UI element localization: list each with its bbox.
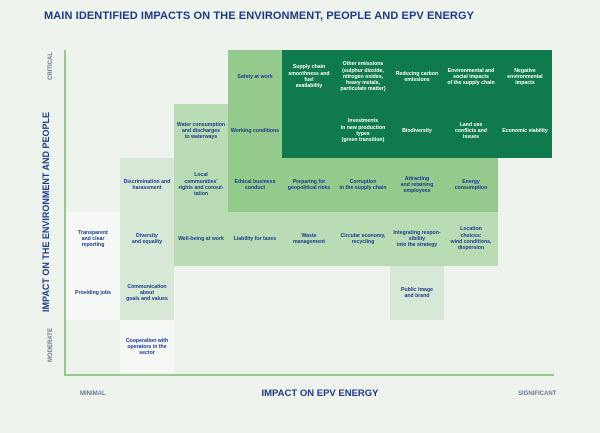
y-axis-top-label: CRITICAL <box>48 52 54 80</box>
matrix-cell: Preparing for geopolitical risks <box>282 158 336 212</box>
matrix-cell: Corruption in the supply chain <box>336 158 390 212</box>
x-axis-left-label: MINIMAL <box>80 391 106 397</box>
matrix-cell-label: Attracting and retaining employees <box>400 175 434 195</box>
x-axis-line <box>64 374 554 376</box>
matrix-cell: Safety at work <box>228 50 282 104</box>
matrix-cell-label: Discrimination and harassment <box>123 178 171 191</box>
matrix-cell-label: Local communities' rights and consul- ta… <box>178 172 224 198</box>
matrix-cell-label: Waste management <box>293 232 325 245</box>
matrix-cell-label: Working conditions <box>230 127 280 134</box>
matrix-cell: Supply chain smoothness and fuel availab… <box>282 50 336 104</box>
matrix-cell-label: Reducing carbon emissions <box>395 70 439 83</box>
matrix-cell: Local communities' rights and consul- ta… <box>174 158 228 212</box>
matrix-cell-label: Water consumption and discharges to wate… <box>176 121 226 141</box>
matrix-cell: Diversity and equality <box>120 212 174 266</box>
matrix-cell-label: Land use conflicts and issues <box>455 121 487 141</box>
matrix-cell: Reducing carbon emissions <box>390 50 444 104</box>
matrix-cell-label: Environmental and social impacts of the … <box>447 67 495 87</box>
x-axis-right-label: SIGNIFICANT <box>518 391 557 397</box>
matrix-cell-label: Negative environmental impacts <box>507 67 543 87</box>
matrix-cell-label: Safety at work <box>237 73 273 80</box>
matrix-cell-label: Location choices: wind conditions, dispe… <box>450 226 492 252</box>
matrix-cell: Negative environmental impacts <box>498 50 552 104</box>
matrix-cell-label: Corruption in the supply chain <box>339 178 387 191</box>
y-axis-line <box>64 50 66 376</box>
matrix-cell: Location choices: wind conditions, dispe… <box>444 212 498 266</box>
matrix-cell: Land use conflicts and issues <box>444 104 498 158</box>
matrix-cell: Well-being at work <box>174 212 228 266</box>
matrix-cell: Energy consumption <box>444 158 498 212</box>
matrix-cell: Cooperation with operators in the sector <box>120 320 174 374</box>
matrix-cell: Investments in new production types (gre… <box>336 104 390 158</box>
matrix-cell-label: Transparent and clear reporting <box>78 229 108 249</box>
matrix-cell-label: Communication about goals and values <box>126 283 168 303</box>
matrix-cell: Providing jobs <box>66 266 120 320</box>
y-axis-label: IMPACT ON THE ENVIRONMENT AND PEOPLE <box>41 111 51 313</box>
matrix-cell: Ethical business conduct <box>228 158 282 212</box>
matrix-cell: Liability for taxes <box>228 212 282 266</box>
matrix-cell: Circular economy, recycling <box>336 212 390 266</box>
matrix-cell: Biodiversity <box>390 104 444 158</box>
matrix-cell: Waste management <box>282 212 336 266</box>
matrix-cell-label: Ethical business conduct <box>234 178 276 191</box>
matrix-cell-label: Circular economy, recycling <box>340 232 386 245</box>
matrix-cell-label: Other emissions (sulphur dioxide, nitrog… <box>340 61 386 93</box>
matrix-cell-label: Diversity and equality <box>131 232 163 245</box>
matrix-cell: Other emissions (sulphur dioxide, nitrog… <box>336 50 390 104</box>
matrix-cell-label: Supply chain smoothness and fuel availab… <box>288 64 330 90</box>
matrix-cell-label: Well-being at work <box>178 235 224 242</box>
y-axis-bottom-label: MODERATE <box>48 328 54 362</box>
matrix-cell-label: Energy consumption <box>454 178 488 191</box>
matrix-cell <box>282 104 336 158</box>
matrix-cell-label: Economic viability <box>502 127 548 134</box>
matrix-cell: Environmental and social impacts of the … <box>444 50 498 104</box>
x-axis-label: IMPACT ON EPV ENERGY <box>261 388 379 399</box>
matrix-cell-label: Integrating respon- sibility into the st… <box>393 229 441 249</box>
matrix-cell-label: Public image and brand <box>401 286 433 299</box>
matrix-cell-label: Preparing for geopolitical risks <box>287 178 331 191</box>
matrix-cell-label: Providing jobs <box>74 289 112 296</box>
matrix-cell: Public image and brand <box>390 266 444 320</box>
matrix-cell: Water consumption and discharges to wate… <box>174 104 228 158</box>
matrix-cell: Attracting and retaining employees <box>390 158 444 212</box>
matrix-cell-label: Liability for taxes <box>233 235 277 242</box>
matrix-cell: Transparent and clear reporting <box>66 212 120 266</box>
page-title: MAIN IDENTIFIED IMPACTS ON THE ENVIRONME… <box>44 10 475 22</box>
matrix-cell: Economic viability <box>498 104 552 158</box>
matrix-cell: Working conditions <box>228 104 282 158</box>
matrix-cell: Communication about goals and values <box>120 266 174 320</box>
matrix-cell: Integrating respon- sibility into the st… <box>390 212 444 266</box>
matrix-cell: Discrimination and harassment <box>120 158 174 212</box>
matrix-cell-label: Cooperation with operators in the sector <box>125 337 169 357</box>
matrix-cell-label: Investments in new production types (gre… <box>340 118 386 144</box>
matrix-cell-label: Biodiversity <box>402 127 432 134</box>
